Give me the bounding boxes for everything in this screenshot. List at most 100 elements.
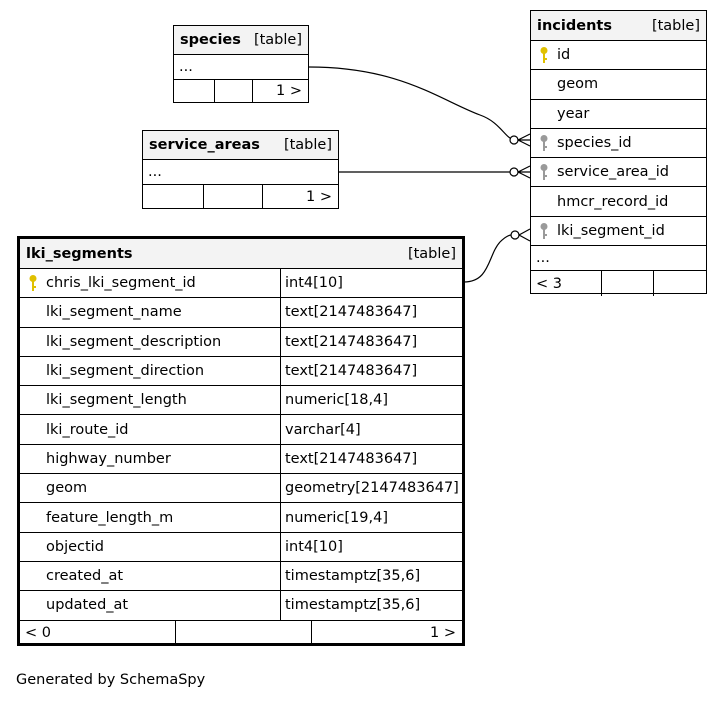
column-name: lki_segment_length (46, 392, 187, 409)
column-name: geom (557, 76, 599, 93)
ellipsis-row: ... (143, 160, 338, 185)
footer-parents-link[interactable]: < 3 (531, 271, 602, 297)
species-link-crowfoot (517, 133, 531, 147)
foreign-key-icon (531, 163, 557, 181)
footer-cell (204, 185, 263, 208)
table-name: species (180, 32, 241, 48)
column-name: lki_segment_name (46, 304, 182, 321)
table-footer: < 3 (531, 271, 706, 297)
column-row-lki-route-id[interactable]: lki_route_id varchar[4] (20, 415, 462, 445)
table-footer: < 0 1 > (20, 620, 462, 646)
column-name: service_area_id (557, 164, 670, 181)
table-kind: [table] (407, 245, 456, 262)
column-row-lki-segment-length[interactable]: lki_segment_length numeric[18,4] (20, 386, 462, 416)
column-name: id (557, 47, 571, 64)
table-footer: 1 > (143, 185, 338, 208)
footer-children-link[interactable]: 1 > (306, 188, 332, 205)
column-type: int4[10] (280, 269, 462, 298)
column-type: timestamptz[35,6] (280, 561, 462, 591)
column-name: hmcr_record_id (557, 193, 669, 210)
species-link-circle (509, 135, 519, 145)
table-name: service_areas (149, 137, 260, 153)
foreign-key-icon (531, 134, 557, 152)
column-row-species-id[interactable]: species_id (531, 129, 706, 159)
column-name: highway_number (46, 450, 171, 467)
column-row-updated-at[interactable]: updated_at timestamptz[35,6] (20, 591, 462, 621)
column-name: lki_segment_id (557, 222, 665, 239)
column-row-objectid[interactable]: objectid int4[10] (20, 532, 462, 562)
footer-children-link[interactable]: 1 > (430, 625, 456, 642)
lki-segments-table[interactable]: lki_segments [table] chris_lki_segment_i… (17, 236, 465, 646)
primary-key-icon (531, 46, 557, 64)
lki-segments-to-incidents-line (463, 234, 512, 283)
footer-children-link[interactable]: 1 > (276, 83, 302, 99)
species-table[interactable]: species [table] ... 1 > (173, 25, 309, 103)
primary-key-icon (20, 274, 46, 292)
column-row-lki-segment-description[interactable]: lki_segment_description text[2147483647] (20, 327, 462, 357)
column-row-created-at[interactable]: created_at timestamptz[35,6] (20, 561, 462, 592)
column-name: year (557, 105, 590, 122)
column-name: objectid (46, 538, 104, 555)
lki-segments-link-circle (510, 230, 520, 240)
column-row-geom[interactable]: geom (531, 70, 706, 100)
column-row-chris-lki-segment-id[interactable]: chris_lki_segment_id int4[10] (20, 269, 462, 299)
footer-cell (143, 185, 204, 208)
column-row-lki-segment-id[interactable]: lki_segment_id (531, 217, 706, 247)
column-type: geometry[2147483647] (280, 474, 462, 503)
generated-by-caption: Generated by SchemaSpy (16, 672, 206, 688)
column-type: text[2147483647] (280, 327, 462, 356)
ellipsis-row: ... (174, 55, 308, 80)
column-row-geom[interactable]: geom geometry[2147483647] (20, 474, 462, 504)
table-kind: [table] (651, 17, 700, 34)
column-type: numeric[18,4] (280, 386, 462, 415)
column-type: int4[10] (280, 532, 462, 561)
column-name: lki_segment_direction (46, 363, 205, 380)
footer-parents-link[interactable]: < 0 (20, 620, 176, 646)
incidents-table-header: incidents [table] (531, 11, 706, 41)
table-kind: [table] (253, 32, 302, 48)
service-areas-link-circle (509, 167, 519, 177)
column-name: lki_segment_description (46, 333, 222, 350)
column-type: text[2147483647] (280, 444, 462, 474)
table-kind: [table] (283, 137, 332, 153)
column-type: timestamptz[35,6] (280, 591, 462, 620)
column-type: varchar[4] (280, 415, 462, 444)
lki-segments-table-header: lki_segments [table] (20, 239, 462, 269)
column-row-lki-segment-name[interactable]: lki_segment_name text[2147483647] (20, 298, 462, 328)
column-row-feature-length-m[interactable]: feature_length_m numeric[19,4] (20, 503, 462, 533)
column-name: lki_route_id (46, 421, 129, 438)
column-name: feature_length_m (46, 509, 174, 526)
column-row-year[interactable]: year (531, 100, 706, 129)
service-areas-table-header: service_areas [table] (143, 131, 338, 160)
column-name: species_id (557, 135, 632, 152)
footer-cell (215, 80, 253, 102)
table-footer: 1 > (174, 80, 308, 102)
footer-cell (654, 271, 706, 296)
column-name: chris_lki_segment_id (46, 275, 196, 292)
service-areas-table[interactable]: service_areas [table] ... 1 > (142, 130, 339, 209)
ellipsis-row: ... (531, 246, 706, 272)
column-row-service-area-id[interactable]: service_area_id (531, 158, 706, 188)
column-row-hmcr-record-id[interactable]: hmcr_record_id (531, 187, 706, 217)
column-name: updated_at (46, 597, 129, 614)
column-row-lki-segment-direction[interactable]: lki_segment_direction text[2147483647] (20, 356, 462, 387)
foreign-key-icon (531, 222, 557, 240)
column-type: text[2147483647] (280, 356, 462, 386)
footer-cell (602, 271, 654, 297)
column-type: numeric[19,4] (280, 503, 462, 532)
column-type: text[2147483647] (280, 298, 462, 327)
table-name: lki_segments (26, 245, 133, 262)
footer-cell (174, 80, 215, 102)
column-name: created_at (46, 568, 124, 585)
species-to-incidents-line (308, 66, 515, 141)
footer-cell (176, 620, 312, 646)
table-name: incidents (537, 17, 612, 34)
species-table-header: species [table] (174, 26, 308, 55)
column-row-highway-number[interactable]: highway_number text[2147483647] (20, 444, 462, 475)
lki-segments-link-crowfoot (518, 228, 531, 242)
column-row-id[interactable]: id (531, 41, 706, 71)
service-areas-link-crowfoot (517, 165, 531, 179)
column-name: geom (46, 480, 88, 497)
